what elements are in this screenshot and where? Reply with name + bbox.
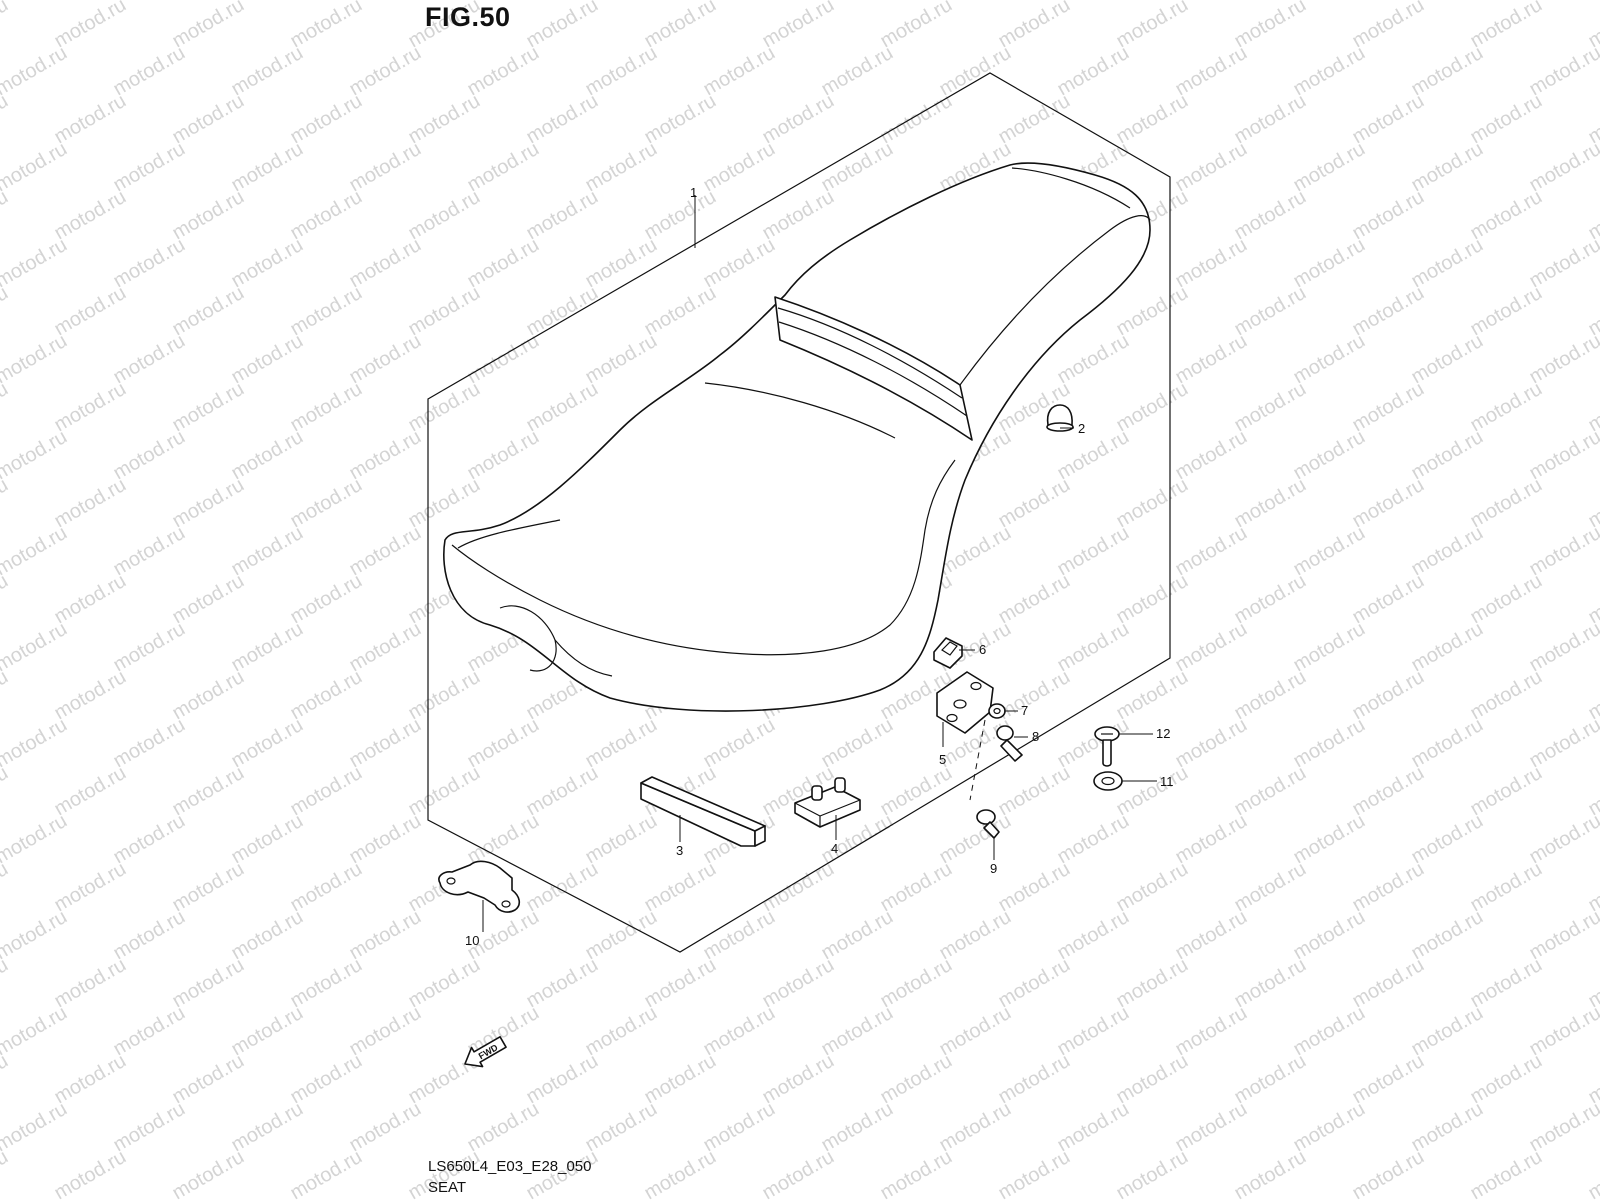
callout-4: 4 <box>831 841 838 856</box>
callout-10: 10 <box>465 933 479 948</box>
callout-5: 5 <box>939 752 946 767</box>
callout-3: 3 <box>676 843 683 858</box>
part-2-grommet[interactable] <box>1046 404 1074 432</box>
figure-name: SEAT <box>428 1179 467 1196</box>
part-7-washer[interactable] <box>988 703 1006 719</box>
callout-numbers: 1 2 3 4 5 6 7 8 9 10 11 12 <box>465 185 1174 948</box>
figure-title: FIG.50 <box>425 2 511 32</box>
part-1-seat[interactable] <box>443 162 1151 712</box>
callout-11: 11 <box>1160 774 1174 789</box>
leader-lines <box>482 195 1157 932</box>
part-6-clip-nut[interactable] <box>933 637 963 669</box>
part-11-washer[interactable] <box>1093 771 1123 791</box>
part-4-pin-bracket[interactable] <box>794 777 861 828</box>
part-8-bolt[interactable] <box>996 725 1023 762</box>
callout-8: 8 <box>1032 729 1039 744</box>
part-9-bolt[interactable] <box>976 809 1000 839</box>
fwd-arrow-icon: FWD <box>464 1036 507 1068</box>
callout-1: 1 <box>690 185 697 200</box>
callout-6: 6 <box>979 642 986 657</box>
callout-12: 12 <box>1156 726 1170 741</box>
callout-9: 9 <box>990 861 997 876</box>
part-12-bolt[interactable] <box>1094 726 1120 767</box>
callout-7: 7 <box>1021 703 1028 718</box>
assembly-box <box>427 72 1171 953</box>
figure-code: LS650L4_E03_E28_050 <box>428 1158 592 1175</box>
part-10-hinge-bracket[interactable] <box>438 860 521 913</box>
callout-2: 2 <box>1078 421 1085 436</box>
part-3-cushion-bar[interactable] <box>640 776 766 847</box>
